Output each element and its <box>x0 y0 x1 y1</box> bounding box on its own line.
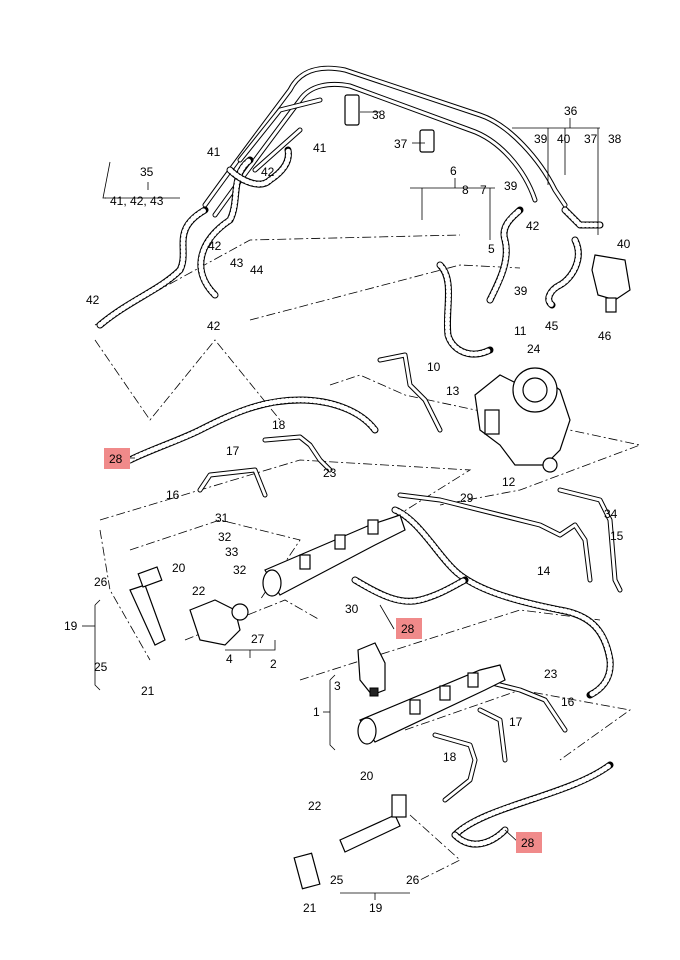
callout-41[interactable]: 41 <box>207 145 221 159</box>
callout-32[interactable]: 32 <box>233 563 247 577</box>
callout-11[interactable]: 11 <box>514 324 527 338</box>
callout-labels: 36 39 40 37 38 38 37 41 41 42 35 41, 42,… <box>64 104 631 915</box>
callout-28[interactable]: 28 <box>109 452 123 466</box>
callout-42[interactable]: 42 <box>261 165 275 179</box>
callout-37[interactable]: 37 <box>584 132 598 146</box>
callout-16[interactable]: 16 <box>561 695 575 709</box>
callout-8[interactable]: 8 <box>462 183 469 197</box>
callout-39[interactable]: 39 <box>504 179 518 193</box>
callout-27[interactable]: 27 <box>251 632 265 646</box>
callout-39[interactable]: 39 <box>514 284 528 298</box>
callout-38[interactable]: 38 <box>608 132 622 146</box>
callout-23[interactable]: 23 <box>323 466 337 480</box>
callout-18[interactable]: 18 <box>272 418 286 432</box>
callout-42[interactable]: 42 <box>208 239 222 253</box>
callout-36[interactable]: 36 <box>564 104 578 118</box>
callout-4[interactable]: 4 <box>226 652 233 666</box>
callout-28[interactable]: 28 <box>521 836 535 850</box>
callout-26[interactable]: 26 <box>406 873 420 887</box>
callout-15[interactable]: 15 <box>610 529 624 543</box>
highlight-boxes <box>104 448 542 853</box>
callout-14[interactable]: 14 <box>537 564 551 578</box>
callout-22[interactable]: 22 <box>308 799 322 813</box>
fuel-rail-upper <box>262 514 406 597</box>
callout-1[interactable]: 1 <box>313 705 320 719</box>
callout-31[interactable]: 31 <box>215 511 229 525</box>
callout-28[interactable]: 28 <box>401 622 415 636</box>
callout-13[interactable]: 13 <box>446 384 460 398</box>
callout-2[interactable]: 2 <box>270 657 277 671</box>
callout-44[interactable]: 44 <box>250 263 264 277</box>
callout-24[interactable]: 24 <box>527 342 541 356</box>
callout-42[interactable]: 42 <box>86 293 100 307</box>
callout-16[interactable]: 16 <box>166 488 180 502</box>
callout-25[interactable]: 25 <box>94 660 108 674</box>
callout-40[interactable]: 40 <box>557 132 571 146</box>
callout-21[interactable]: 21 <box>303 901 317 915</box>
fuel-cooler <box>591 254 631 313</box>
injection-pipes <box>197 352 623 803</box>
callout-28-highlight-left[interactable] <box>104 448 130 469</box>
callout-leaders <box>82 111 600 900</box>
callout-12[interactable]: 12 <box>502 475 516 489</box>
callout-28-highlight-bottom[interactable] <box>516 832 542 853</box>
callout-6[interactable]: 6 <box>450 164 457 178</box>
callout-18[interactable]: 18 <box>443 750 457 764</box>
callout-7[interactable]: 7 <box>480 183 487 197</box>
callout-46[interactable]: 46 <box>598 329 612 343</box>
callout-25[interactable]: 25 <box>330 873 344 887</box>
callout-45[interactable]: 45 <box>545 319 559 333</box>
callout-35-contents: 41, 42, 43 <box>110 194 164 208</box>
callout-22[interactable]: 22 <box>192 584 206 598</box>
callout-26[interactable]: 26 <box>94 575 108 589</box>
callout-17[interactable]: 17 <box>226 444 240 458</box>
callout-32[interactable]: 32 <box>218 530 232 544</box>
callout-42[interactable]: 42 <box>207 319 221 333</box>
callout-34[interactable]: 34 <box>604 507 618 521</box>
callout-20[interactable]: 20 <box>172 561 186 575</box>
callout-43[interactable]: 43 <box>230 256 244 270</box>
callout-39[interactable]: 39 <box>534 132 548 146</box>
callout-30[interactable]: 30 <box>345 602 359 616</box>
pressure-sensor <box>357 642 386 697</box>
return-line-valve <box>344 94 435 153</box>
fuel-rail-lower <box>357 664 506 745</box>
callout-29[interactable]: 29 <box>460 491 474 505</box>
callout-5[interactable]: 5 <box>488 242 495 256</box>
callout-42[interactable]: 42 <box>526 219 540 233</box>
high-pressure-pump <box>474 367 571 473</box>
fuel-return-lines <box>202 65 568 218</box>
callout-19[interactable]: 19 <box>369 901 383 915</box>
callout-38[interactable]: 38 <box>372 108 386 122</box>
callout-23[interactable]: 23 <box>544 667 558 681</box>
injector-upper <box>129 566 166 646</box>
callout-21[interactable]: 21 <box>141 684 155 698</box>
callout-10[interactable]: 10 <box>427 360 441 374</box>
callout-37[interactable]: 37 <box>394 137 408 151</box>
fuel-hoses <box>96 146 614 848</box>
callout-19[interactable]: 19 <box>64 619 78 633</box>
callout-33[interactable]: 33 <box>225 545 239 559</box>
pressure-regulator-valve <box>189 599 249 646</box>
callout-35[interactable]: 35 <box>140 165 154 179</box>
callout-40[interactable]: 40 <box>617 237 631 251</box>
callout-28-highlight-middle[interactable] <box>396 618 422 639</box>
callout-20[interactable]: 20 <box>360 769 374 783</box>
callout-3[interactable]: 3 <box>334 679 341 693</box>
callout-41[interactable]: 41 <box>313 141 327 155</box>
injector-lower <box>293 794 407 890</box>
callout-17[interactable]: 17 <box>509 715 523 729</box>
